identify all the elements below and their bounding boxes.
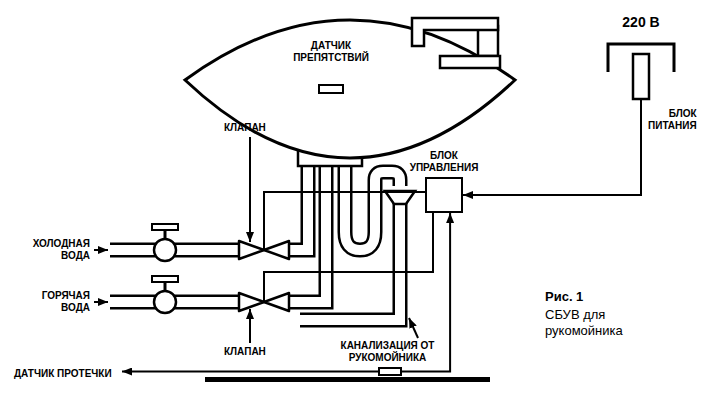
tap-handle: [152, 276, 178, 282]
valve-half: [239, 241, 264, 259]
leader-line: [409, 318, 418, 338]
plug: [633, 54, 649, 99]
signal-wire: [264, 213, 433, 292]
control-unit: БЛОК УПРАВЛЕНИЯ: [425, 177, 463, 213]
faucet-spout: [412, 18, 498, 46]
node-label: КЛАПАН: [224, 346, 266, 358]
valve: КЛАПАН: [238, 292, 290, 312]
tap-handle: [152, 224, 178, 230]
figure-caption: Рис. 1: [545, 289, 583, 305]
pipe-label: ХОЛОДНАЯ ВОДА: [18, 238, 90, 262]
obstacle-sensor: ДАТЧИК ПРЕПЯТСТВИЙ: [318, 84, 344, 94]
hot-pipe: [110, 148, 326, 302]
pipe-label: КАНАЛИЗАЦИЯ ОТ РУКОМОЙНИКА: [335, 340, 440, 364]
flow-arrow: [94, 301, 108, 303]
valve-symbol: [238, 240, 290, 260]
faucet-base: [440, 56, 500, 68]
valve: КЛАПАН: [238, 240, 290, 260]
signal-wire: [264, 192, 425, 240]
node-label: КЛАПАН: [224, 122, 266, 134]
ball-valve: [154, 239, 176, 261]
signal-wire: [463, 100, 641, 195]
floor-bar: [205, 377, 490, 382]
node-label: ДАТЧИК ПРОТЕЧКИ: [14, 368, 112, 380]
valve-actuator: [263, 292, 265, 302]
leader-line: [122, 371, 378, 373]
leak-sensor: ДАТЧИК ПРОТЕЧКИ: [378, 367, 402, 376]
valve-half: [239, 293, 264, 311]
sewer-pipe-inner: [300, 200, 400, 320]
cold-pipe: [110, 148, 308, 250]
valve-actuator: [263, 240, 265, 250]
power-supply: 220 ВБЛОК ПИТАНИЯ: [606, 14, 676, 100]
valve-half: [264, 241, 289, 259]
node-label: ДАТЧИК ПРЕПЯТСТВИЙ: [293, 40, 369, 64]
node-label: БЛОК УПРАВЛЕНИЯ: [410, 150, 479, 174]
node-label: 220 В: [606, 14, 676, 30]
pipe-label: ГОРЯЧАЯ ВОДА: [18, 290, 90, 314]
leader-line: [249, 137, 251, 242]
cold-pipe-inner: [110, 148, 308, 250]
sink-bowl: [185, 20, 515, 158]
flow-arrow: [94, 249, 108, 251]
figure-note: СБУВ для рукомойника: [545, 307, 640, 339]
node-label: БЛОК ПИТАНИЯ: [648, 108, 697, 132]
pipe-outline: [110, 148, 400, 320]
valve-half: [264, 293, 289, 311]
hot-pipe-inner: [110, 148, 326, 302]
leader-line: [249, 309, 251, 343]
pipe-inner: [110, 148, 400, 320]
valve-symbol: [238, 292, 290, 312]
leader-lines: [94, 137, 418, 372]
ball-valve: [154, 291, 176, 313]
